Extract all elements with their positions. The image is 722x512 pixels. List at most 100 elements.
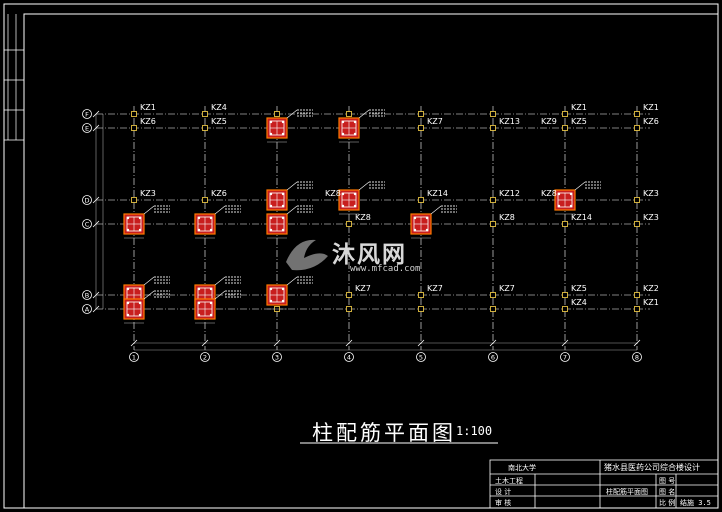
bubble-text: B bbox=[85, 291, 89, 299]
column-label-28: KZ1 bbox=[643, 298, 659, 307]
column-section-6 bbox=[194, 205, 241, 239]
grid-node-0-1 bbox=[202, 111, 208, 117]
rebar-dot-3 bbox=[138, 313, 142, 317]
grid-node-3-7 bbox=[634, 221, 640, 227]
annotation-leader bbox=[358, 109, 370, 119]
column-label-4: KZ6 bbox=[140, 117, 156, 126]
column-label-23: KZ7 bbox=[427, 284, 443, 293]
rebar-dot-0 bbox=[126, 287, 130, 291]
axis-grid bbox=[96, 106, 650, 350]
dimension-lines bbox=[92, 110, 641, 351]
column-label-8: KZ9 bbox=[541, 117, 557, 126]
title-block-school: 南北大学 bbox=[508, 464, 536, 472]
grid-node-4-3 bbox=[346, 292, 352, 298]
bubble-circle bbox=[200, 352, 210, 362]
annotation-leader bbox=[143, 205, 155, 215]
column-label-21: KZ3 bbox=[643, 213, 659, 222]
rebar-dot-0 bbox=[197, 216, 201, 220]
rebar-dot-2 bbox=[413, 228, 417, 232]
column-section-2 bbox=[266, 181, 313, 215]
bubble-circle bbox=[82, 123, 92, 133]
grid-node-4-6 bbox=[562, 292, 568, 298]
grid-node-3-3 bbox=[346, 221, 352, 227]
title-block-sheet-name: 柱配筋平面图 bbox=[606, 488, 648, 496]
rebar-dot-3 bbox=[209, 228, 213, 232]
rebar-dot-2 bbox=[557, 204, 561, 208]
rebar-dot-1 bbox=[353, 192, 357, 196]
rebar-dot-1 bbox=[138, 216, 142, 220]
grid-node-2-0 bbox=[131, 197, 137, 203]
bubble-circle bbox=[272, 352, 282, 362]
column-section-5 bbox=[123, 205, 170, 239]
column-label-19: KZ8 bbox=[499, 213, 515, 222]
column-label-12: KZ6 bbox=[211, 189, 227, 198]
title-block-project: 猪水县医药公司综合楼设计 bbox=[604, 463, 700, 472]
annotation-leader bbox=[214, 276, 226, 286]
rebar-dot-2 bbox=[269, 204, 273, 208]
grid-node-0-2 bbox=[274, 111, 280, 117]
grid-node-1-4 bbox=[418, 125, 424, 131]
title-block-cell-review: 审 核 bbox=[495, 499, 512, 507]
bubble-text: C bbox=[85, 220, 90, 228]
column-label-20: KZ14 bbox=[571, 213, 592, 222]
title-block-cell-major: 土木工程 bbox=[495, 477, 523, 485]
rebar-dot-3 bbox=[281, 204, 285, 208]
grid-node-1-5 bbox=[490, 125, 496, 131]
rebar-dot-1 bbox=[425, 216, 429, 220]
column-label-9: KZ5 bbox=[571, 117, 587, 126]
bubble-text: 3 bbox=[275, 354, 279, 362]
title-block bbox=[489, 459, 719, 509]
annotation-leader bbox=[286, 109, 298, 119]
rebar-dot-1 bbox=[281, 216, 285, 220]
rebar-dot-1 bbox=[209, 216, 213, 220]
column-section-0 bbox=[266, 109, 313, 143]
bubble-circle bbox=[344, 352, 354, 362]
rebar-dot-3 bbox=[425, 228, 429, 232]
rebar-dot-0 bbox=[341, 120, 345, 124]
column-section-12 bbox=[123, 290, 170, 324]
column-label-24: KZ7 bbox=[499, 284, 515, 293]
column-label-0: KZ1 bbox=[140, 103, 156, 112]
rebar-dot-1 bbox=[138, 287, 142, 291]
grid-node-5-5 bbox=[490, 306, 496, 312]
grid-node-0-7 bbox=[634, 111, 640, 117]
column-label-13: KZ8 bbox=[325, 189, 341, 198]
grid-node-0-0 bbox=[131, 111, 137, 117]
bubble-circle bbox=[560, 352, 570, 362]
rebar-dot-2 bbox=[197, 313, 201, 317]
bubble-text: A bbox=[85, 305, 90, 313]
rebar-dot-3 bbox=[281, 132, 285, 136]
rebar-dot-3 bbox=[209, 313, 213, 317]
bubble-circle bbox=[82, 304, 92, 314]
grid-node-2-7 bbox=[634, 197, 640, 203]
column-label-7: KZ13 bbox=[499, 117, 520, 126]
column-label-2: KZ1 bbox=[571, 103, 587, 112]
grid-node-0-4 bbox=[418, 111, 424, 117]
grid-node-5-3 bbox=[346, 306, 352, 312]
rebar-dot-1 bbox=[353, 120, 357, 124]
grid-node-1-6 bbox=[562, 125, 568, 131]
rebar-dot-3 bbox=[281, 299, 285, 303]
column-label-1: KZ4 bbox=[211, 103, 227, 112]
sheet-inner-border bbox=[23, 13, 719, 509]
grid-node-5-4 bbox=[418, 306, 424, 312]
axis-bubble-col-1: 1 bbox=[129, 352, 139, 362]
grid-node-2-5 bbox=[490, 197, 496, 203]
rebar-dot-0 bbox=[413, 216, 417, 220]
rebar-dot-2 bbox=[269, 132, 273, 136]
annotation-leader bbox=[574, 181, 586, 191]
axis-bubble-col-3: 3 bbox=[272, 352, 282, 362]
rebar-dot-2 bbox=[126, 313, 130, 317]
title-block-cell-drawing-name: 图 名 bbox=[659, 488, 676, 496]
column-label-3: KZ1 bbox=[643, 103, 659, 112]
grid-node-1-7 bbox=[634, 125, 640, 131]
rebar-dot-0 bbox=[126, 216, 130, 220]
watermark-logo-icon bbox=[286, 239, 328, 271]
column-section-1 bbox=[338, 109, 385, 143]
rebar-dot-0 bbox=[269, 120, 273, 124]
rebar-dot-2 bbox=[197, 228, 201, 232]
column-section-13 bbox=[194, 290, 241, 324]
annotation-leader bbox=[430, 205, 442, 215]
rebar-dot-0 bbox=[269, 192, 273, 196]
